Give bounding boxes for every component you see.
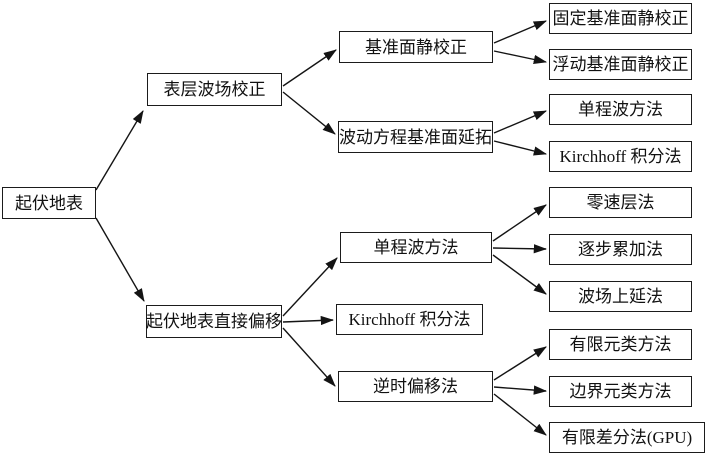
edge-waveeq-oneway: [493, 110, 547, 134]
edge-rtm-fdgpu: [493, 393, 547, 436]
node-direct-migration: 起伏地表直接偏移: [146, 305, 282, 338]
edge-oneway-zerovel: [492, 204, 547, 242]
node-datum-static-correction: 基准面静校正: [339, 31, 493, 63]
edge-directmig-kirchhoff: [282, 315, 335, 326]
node-surface-wavefield-correction: 表层波场校正: [147, 73, 282, 106]
edge-rtm-bem: [493, 385, 548, 395]
node-finite-element-methods: 有限元类方法: [549, 329, 692, 360]
edge-surfcorr-datumstatic: [282, 49, 337, 87]
node-reverse-time-migration: 逆时偏移法: [338, 371, 493, 402]
node-stepwise-accumulation: 逐步累加法: [549, 234, 692, 265]
node-fixed-datum-static: 固定基准面静校正: [549, 3, 692, 34]
node-wave-equation-datum-continuation: 波动方程基准面延拓: [338, 121, 493, 153]
edge-datumstatic-float: [493, 50, 548, 65]
node-oneway-wave-leaf: 单程波方法: [549, 94, 692, 125]
node-kirchhoff-integral-method: Kirchhoff 积分法: [336, 304, 483, 335]
edge-oneway-wavefieldup: [492, 254, 547, 295]
edge-directmig-rtm: [282, 327, 336, 387]
edge-waveeq-kirchhoff: [493, 140, 548, 156]
node-boundary-element-methods: 边界元类方法: [549, 376, 692, 407]
node-wavefield-upward-continuation: 波场上延法: [549, 281, 692, 312]
edge-rtm-fem: [493, 346, 547, 381]
node-kirchhoff-integral-leaf: Kirchhoff 积分法: [549, 141, 692, 172]
node-zero-velocity-layer: 零速层法: [549, 187, 692, 218]
edge-root-direct-mig: [95, 217, 145, 302]
node-finite-difference-gpu: 有限差分法(GPU): [549, 422, 705, 453]
edge-directmig-oneway: [282, 257, 338, 317]
edge-root-surf-corr: [95, 110, 144, 191]
node-root: 起伏地表: [2, 187, 96, 219]
node-floating-datum-static: 浮动基准面静校正: [549, 49, 692, 80]
edge-datumstatic-fixed: [493, 20, 547, 44]
edge-oneway-stepaccum: [492, 244, 548, 254]
node-oneway-wave-method: 单程波方法: [340, 232, 492, 263]
edge-surfcorr-waveeq: [282, 91, 336, 135]
